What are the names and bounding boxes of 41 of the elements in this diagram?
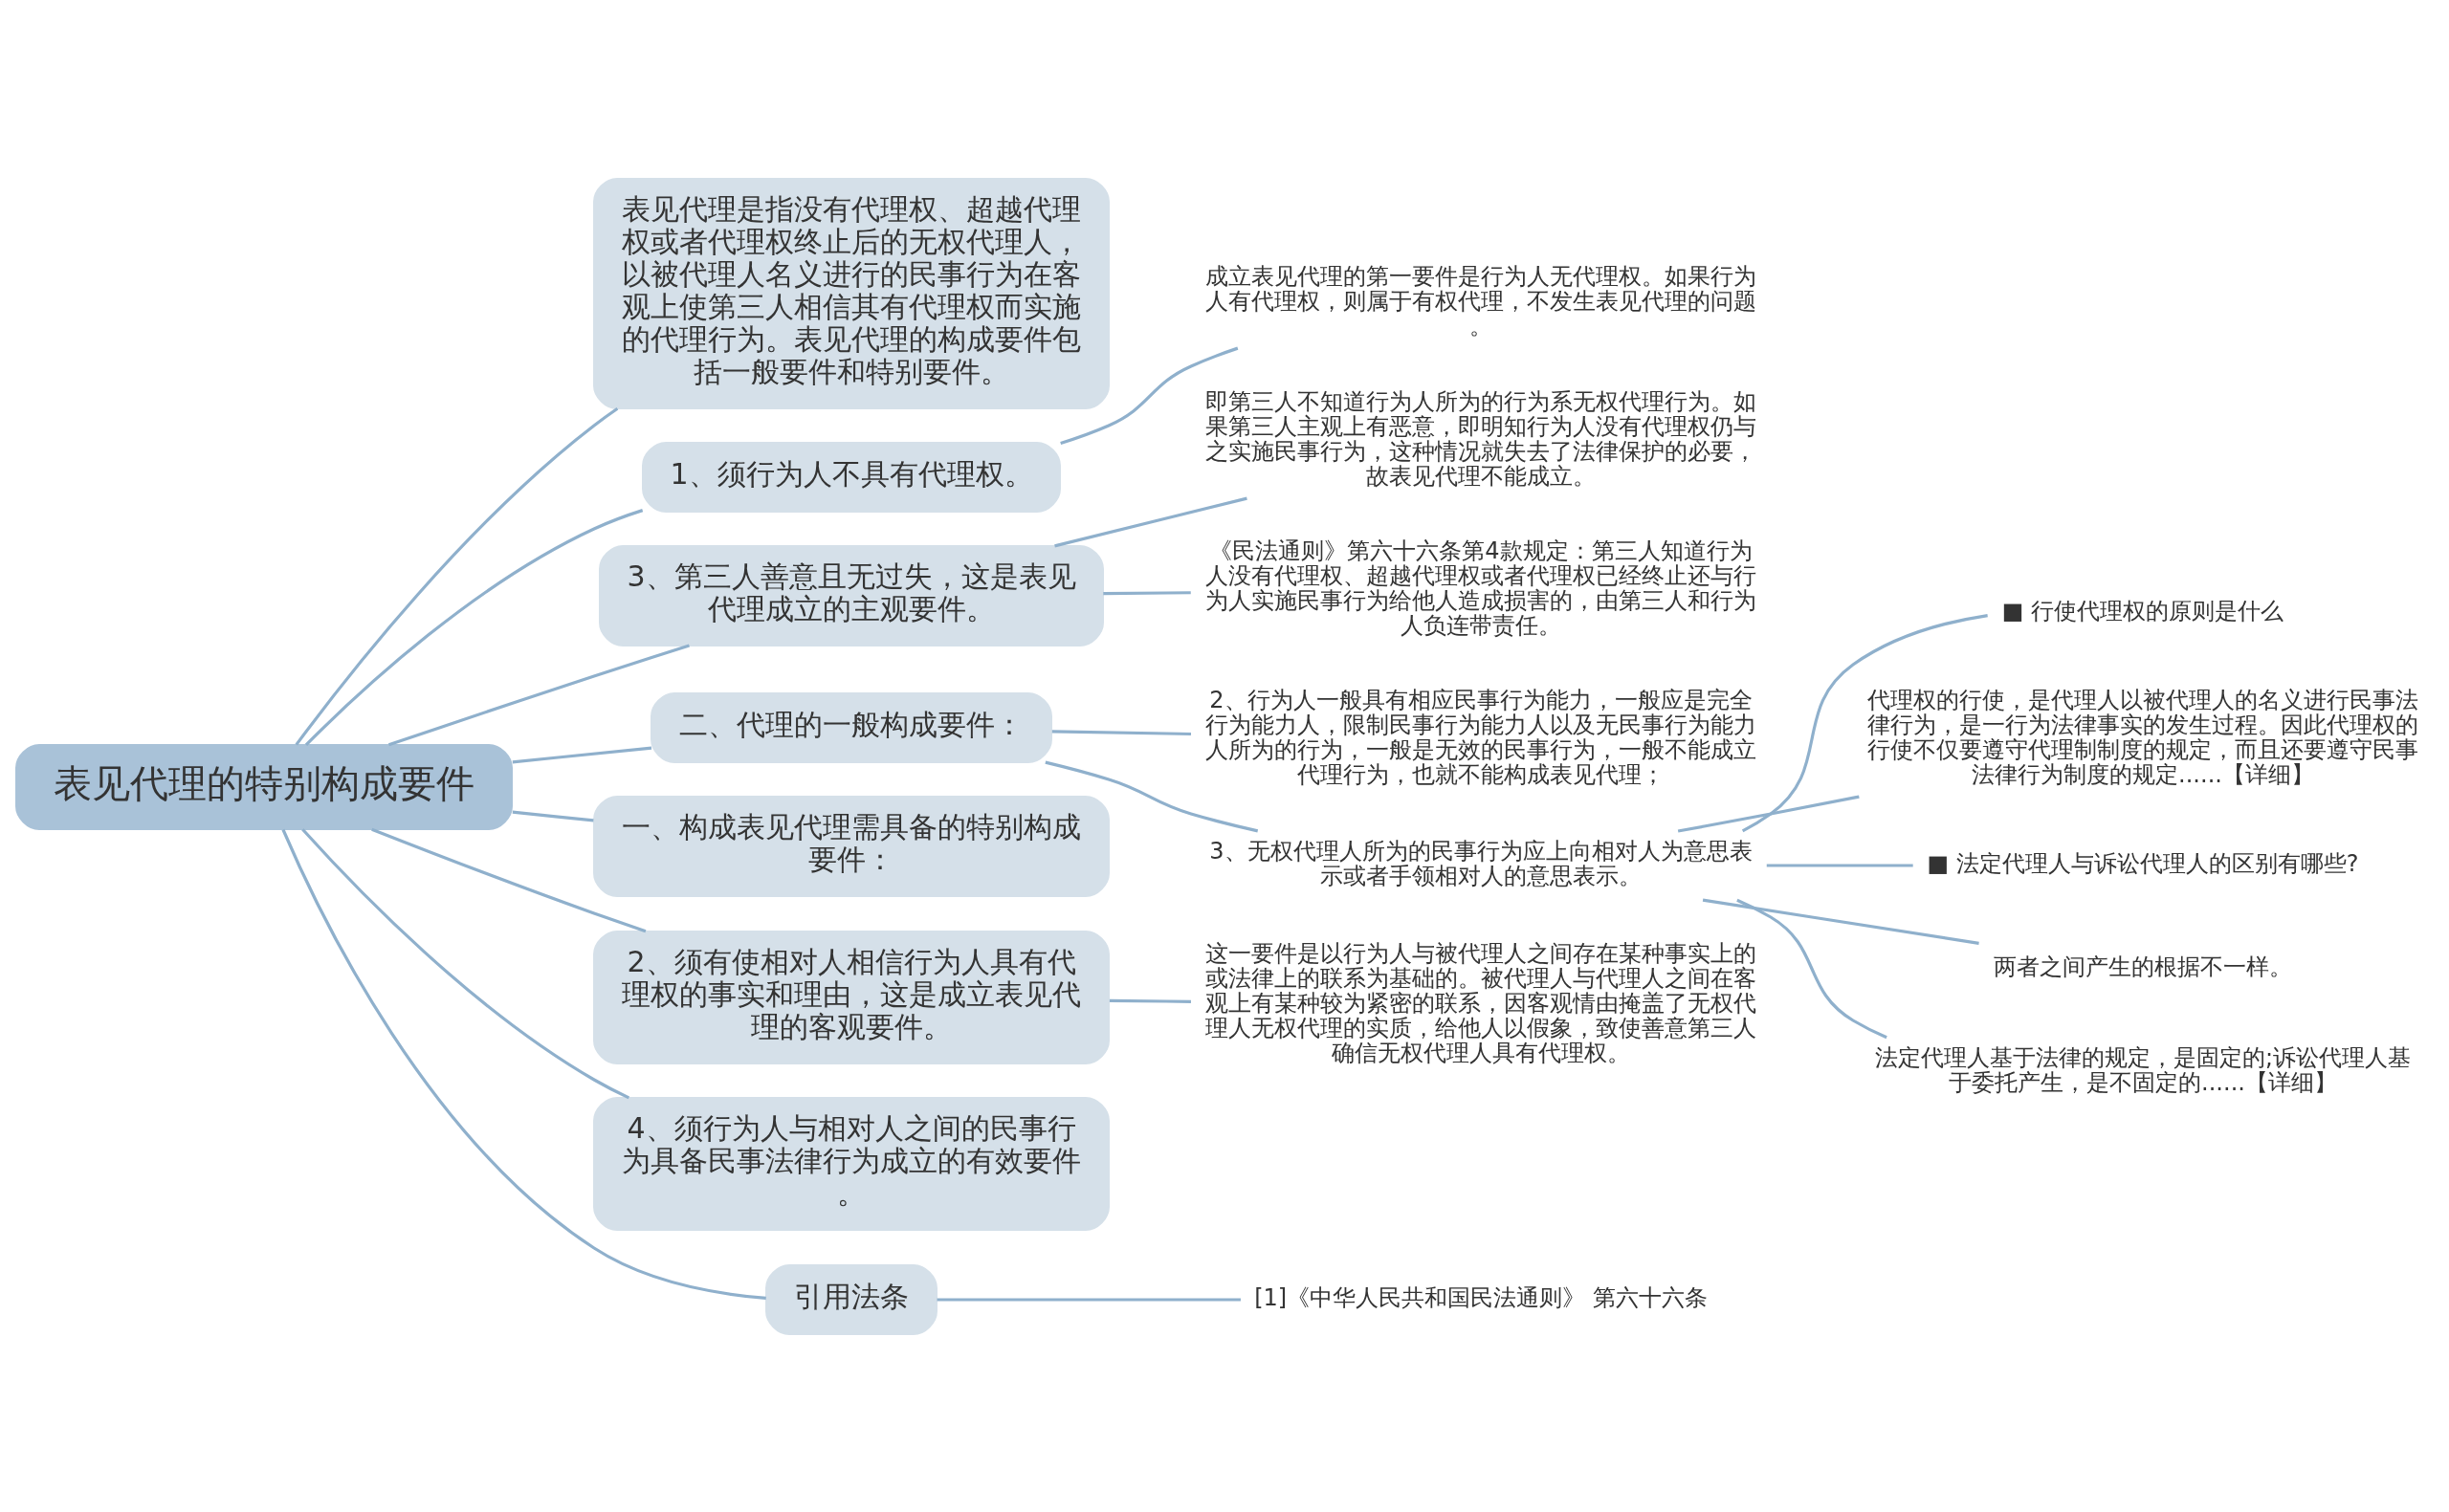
connector bbox=[1736, 898, 1887, 1039]
node-text: 成立表见代理的第一要件是行为人无代理权。如果行为人有代理权，则属于有权代理，不发生表见代理的问题。 bbox=[1205, 262, 1756, 340]
connector bbox=[304, 508, 644, 746]
node-text: 3、无权代理人所为的民事行为应上向相对人为意思表示或者手领相对人的意思表示。 bbox=[1209, 837, 1753, 889]
connector bbox=[512, 745, 652, 763]
connector bbox=[371, 827, 647, 932]
connector bbox=[1051, 729, 1191, 735]
node-text: 这一要件是以行为人与被代理人之间存在某种事实上的或法律上的联系为基础的。被代理人与代理人之间在客观上有某种较为紧密的联系，因客观情由掩盖了无权代理人无权代理的实质，给他人以假象，致使善意第三人确信无权代理人具有代理权。 bbox=[1205, 939, 1756, 1066]
node-text: 法定代理人基于法律的规定，是固定的;诉讼代理人基于委托产生，是不固定的......【详细】 bbox=[1874, 1043, 2412, 1096]
node-box: 1、须行为人不具有代理权。 bbox=[642, 441, 1061, 513]
node-text: 即第三人不知道行为人所为的行为系无权代理行为。如果第三人主观上有恶意，即明知行为人没有代理权仍与之实施民事行为，这种情况就失去了法律保护的必要，故表见代理不能成立。 bbox=[1205, 387, 1756, 490]
node-text: 《民法通则》第六十六条第4款规定：第三人知道行为人没有代理权、超越代理权或者代理权已经终止还与行为人实施民事行为给他人造成损害的，由第三人和行为人负连带责任。 bbox=[1205, 537, 1756, 639]
node-box: 引用法条 bbox=[765, 1263, 938, 1335]
node-text: 代理权的行使，是代理人以被代理人的名义进行民事法律行为，是一行为法律事实的发生过程。因此代理权的行使不仅要遵守代理制制度的规定，而且还要遵守民事法律行为制度的规定......【详细】 bbox=[1867, 686, 2418, 788]
node-box: 表见代理是指没有代理权、超越代理权或者代理权终止后的无权代理人，以被代理人名义进行的民事行为在客观上使第三人相信其有代理权而实施的代理行为。表见代理的构成要件包括一般要件和特别要件。 bbox=[593, 177, 1110, 409]
node-box: 二、代理的一般构成要件： bbox=[651, 691, 1052, 763]
connector bbox=[1103, 590, 1191, 595]
connector bbox=[295, 406, 619, 746]
node-box: 4、须行为人与相对人之间的民事行为具备民事法律行为成立的有效要件。 bbox=[593, 1096, 1110, 1231]
node-text: 2、行为人一般具有相应民事行为能力，一般应是完全行为能力人，限制民事行为能力人以及无民事行为能力人所为的行为，一般是无效的民事行为，一般不能成立代理行为，也就不能构成表见代理； bbox=[1205, 686, 1756, 788]
node-box: 2、须有使相对人相信行为人具有代理权的事实和理由，这是成立表见代理的客观要件。 bbox=[593, 930, 1110, 1064]
node-box: 表见代理的特别构成要件 bbox=[15, 743, 513, 830]
connector bbox=[937, 1297, 1241, 1302]
node-text: [1]《中华人民共和国民法通则》 第六十六条 bbox=[1254, 1283, 1708, 1311]
connector bbox=[1054, 496, 1247, 547]
connector bbox=[1060, 346, 1239, 445]
node-text: 两者之间产生的根据不一样。 bbox=[1994, 953, 2292, 980]
node-text: ■ 法定代理人与诉讼代理人的区别有哪些? bbox=[1927, 849, 2359, 877]
connector bbox=[1741, 613, 1988, 832]
connector bbox=[1109, 998, 1191, 1003]
node-box: 3、第三人善意且无过失，这是表见代理成立的主观要件。 bbox=[599, 544, 1104, 646]
connector bbox=[387, 644, 690, 746]
connector bbox=[1045, 760, 1259, 832]
connector bbox=[512, 810, 594, 822]
connector bbox=[281, 828, 766, 1300]
node-text: ■ 行使代理权的原则是什么 bbox=[2001, 597, 2284, 625]
node-box: 一、构成表见代理需具备的特别构成要件： bbox=[593, 795, 1110, 897]
connector bbox=[1677, 795, 1860, 833]
connector bbox=[1766, 863, 1913, 867]
connector bbox=[301, 827, 630, 1099]
connector bbox=[1702, 898, 1979, 945]
